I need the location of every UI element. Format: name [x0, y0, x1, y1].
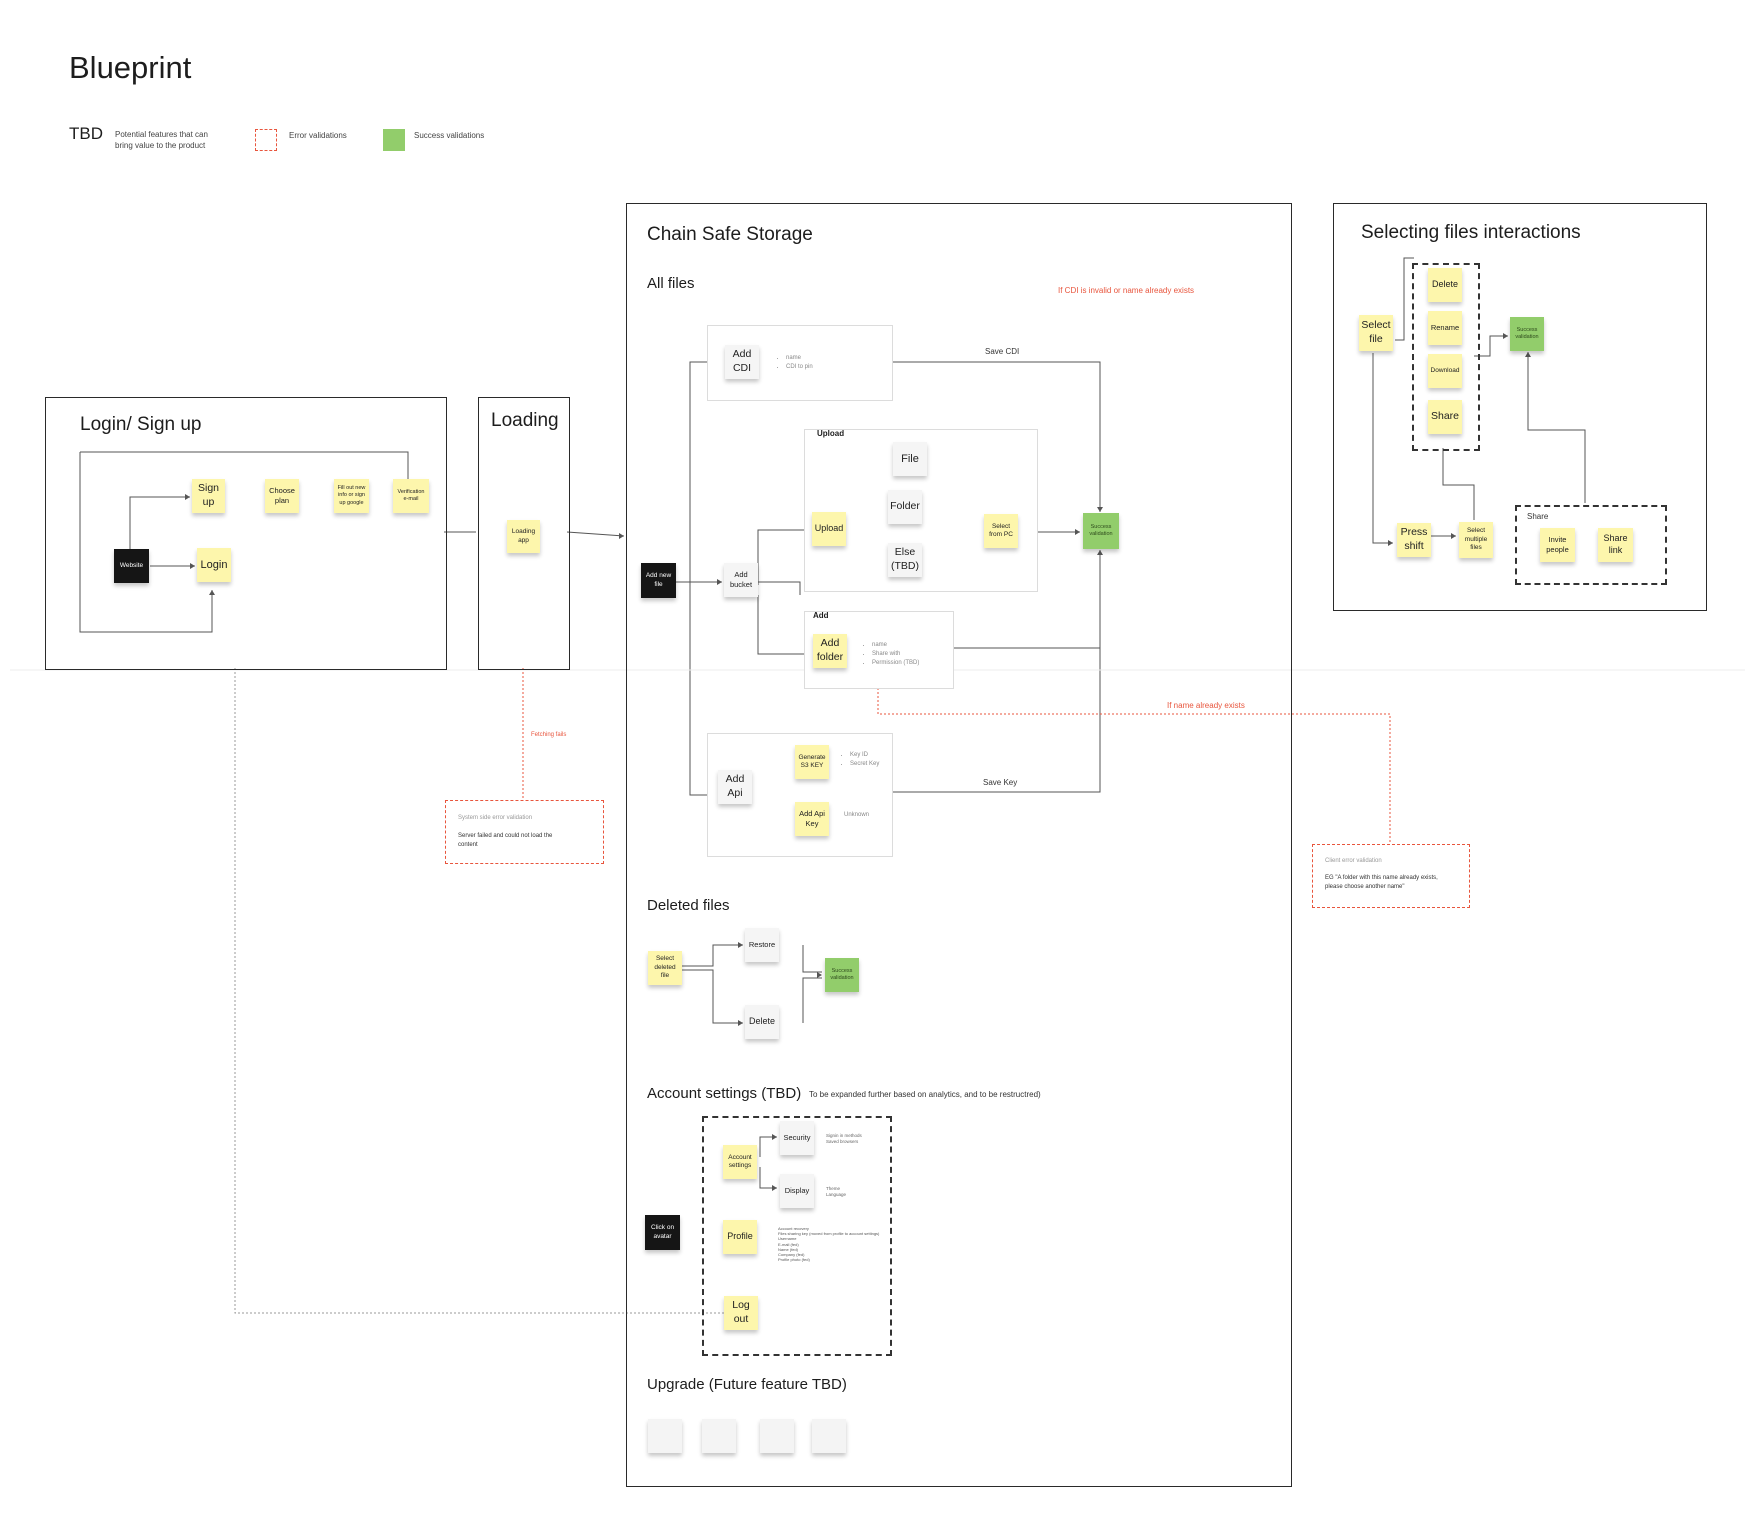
- fill-info-note[interactable]: Fill out new info or sign up google: [334, 479, 369, 513]
- login-frame: [45, 397, 447, 670]
- chainsafe-frame-title: Chain Safe Storage: [647, 224, 813, 245]
- account-settings-title: Account settings (TBD): [647, 1085, 802, 1102]
- deleted-files-title: Deleted files: [647, 897, 730, 914]
- file-note[interactable]: File: [893, 442, 927, 476]
- cdi-error-label: If CDI is invalid or name already exists: [1058, 286, 1195, 295]
- delete-action-note[interactable]: Delete: [1428, 268, 1462, 302]
- folder-bullet-permission: Permission (TBD): [872, 659, 919, 668]
- login-frame-title: Login/ Sign up: [80, 414, 202, 435]
- upgrade-title: Upgrade (Future feature TBD): [647, 1376, 847, 1393]
- add-cdi-note[interactable]: Add CDI: [725, 345, 759, 379]
- select-from-pc-note[interactable]: Select from PC: [984, 514, 1018, 548]
- account-settings-subtitle: To be expanded further based on analytic…: [809, 1090, 1041, 1099]
- legend-success-swatch: [383, 129, 405, 151]
- selecting-success-note: Success validation: [1510, 317, 1544, 351]
- signup-note[interactable]: Sign up: [192, 479, 225, 513]
- login-note[interactable]: Login: [197, 548, 231, 582]
- security-desc: Signin in methods Saved browsers: [826, 1133, 862, 1144]
- cdi-bullet-name: name: [786, 354, 813, 363]
- name-exists-label: If name already exists: [1167, 701, 1245, 710]
- else-tbd-note[interactable]: Else (TBD): [888, 543, 922, 577]
- folder-bullets: name Share with Permission (TBD): [862, 641, 919, 668]
- rename-action-note[interactable]: Rename: [1428, 311, 1462, 345]
- profile-note[interactable]: Profile: [723, 1220, 757, 1254]
- select-file-note[interactable]: Select file: [1359, 315, 1393, 351]
- click-avatar-note[interactable]: Click on avatar: [645, 1215, 680, 1250]
- key-bullet-secret: Secret Key: [850, 760, 879, 769]
- display-desc: Theme Language: [826, 1186, 847, 1197]
- success-validation-note: Success validation: [1083, 513, 1119, 549]
- legend-success-label: Success validations: [414, 131, 485, 140]
- loading-app-note[interactable]: Loading app: [507, 520, 540, 553]
- verification-note[interactable]: Verification e-mail: [393, 479, 429, 513]
- select-deleted-note[interactable]: Select deleted file: [648, 951, 682, 985]
- add-new-file-note[interactable]: Add new file: [641, 563, 676, 598]
- fetching-fails-label: Fetching fails: [531, 732, 567, 738]
- add-folder-note[interactable]: Add folder: [813, 634, 847, 668]
- website-note[interactable]: Website: [114, 549, 149, 583]
- legend-error-label: Error validations: [289, 131, 347, 140]
- legend-tbd-desc: Potential features that can bring value …: [115, 130, 208, 151]
- all-files-title: All files: [647, 275, 695, 292]
- system-error-title: System side error validation: [458, 815, 533, 821]
- chainsafe-frame: [626, 203, 1292, 1487]
- share-boundary: [1515, 505, 1667, 585]
- folder-bullet-share: Share with: [872, 650, 919, 659]
- choose-plan-note[interactable]: Choose plan: [265, 479, 299, 513]
- add-api-key-note[interactable]: Add Api Key: [795, 802, 829, 836]
- cdi-bullets: name CDI to pin: [776, 354, 813, 372]
- save-cdi-label: Save CDI: [985, 347, 1020, 356]
- file-actions-boundary: [1412, 263, 1480, 451]
- logout-note[interactable]: Log out: [724, 1296, 758, 1330]
- folder-note[interactable]: Folder: [888, 490, 922, 524]
- share-group-title: Share: [1527, 512, 1549, 521]
- selecting-frame: [1333, 203, 1707, 611]
- cdi-bullet-cdi: CDI to pin: [786, 363, 813, 372]
- save-key-label: Save Key: [983, 778, 1018, 787]
- download-action-note[interactable]: Download: [1428, 354, 1462, 388]
- share-action-note[interactable]: Share: [1428, 400, 1462, 434]
- client-error-box: [1312, 844, 1470, 908]
- upgrade-placeholder-1: [648, 1419, 682, 1453]
- legend-error-swatch: [255, 129, 277, 151]
- add-folder-group-title: Add: [813, 611, 829, 620]
- invite-people-note[interactable]: Invite people: [1540, 528, 1575, 562]
- selecting-frame-title: Selecting files interactions: [1361, 222, 1581, 243]
- loading-frame: [478, 397, 570, 670]
- loading-frame-title: Loading: [491, 410, 559, 431]
- page-title: Blueprint: [69, 50, 192, 85]
- unknown-label: Unknown: [844, 812, 870, 818]
- account-settings-note[interactable]: Account settings: [723, 1145, 757, 1179]
- add-bucket-note[interactable]: Add bucket: [724, 563, 758, 597]
- upload-group-title: Upload: [817, 429, 845, 438]
- press-shift-note[interactable]: Press shift: [1397, 523, 1431, 557]
- upgrade-placeholder-3: [760, 1419, 794, 1453]
- system-error-box: [445, 800, 604, 864]
- system-error-body: Server failed and could not load the con…: [458, 833, 553, 848]
- restore-note[interactable]: Restore: [745, 928, 779, 962]
- upload-note[interactable]: Upload: [812, 512, 846, 546]
- add-api-note[interactable]: Add Api: [718, 770, 752, 804]
- key-bullets: Key ID Secret Key: [840, 751, 879, 769]
- client-error-body: EG "A folder with this name already exis…: [1325, 875, 1438, 890]
- upgrade-placeholder-4: [812, 1419, 846, 1453]
- generate-s3-note[interactable]: Generate S3 KEY: [795, 745, 829, 779]
- upgrade-placeholder-2: [702, 1419, 736, 1453]
- delete-note[interactable]: Delete: [745, 1005, 779, 1039]
- security-note[interactable]: Security: [780, 1121, 814, 1155]
- key-bullet-id: Key ID: [850, 751, 879, 760]
- folder-bullet-name: name: [872, 641, 919, 650]
- share-link-note[interactable]: Share link: [1598, 528, 1633, 562]
- profile-desc: Account recovery Files sharing key (move…: [778, 1226, 880, 1263]
- legend-tbd-label: TBD: [69, 124, 103, 143]
- account-settings-boundary: [702, 1116, 892, 1356]
- select-multiple-note[interactable]: Select multiple files: [1459, 522, 1493, 558]
- display-note[interactable]: Display: [780, 1174, 814, 1208]
- deleted-success-note: Success validation: [825, 958, 859, 992]
- client-error-title: Client error validation: [1325, 858, 1382, 864]
